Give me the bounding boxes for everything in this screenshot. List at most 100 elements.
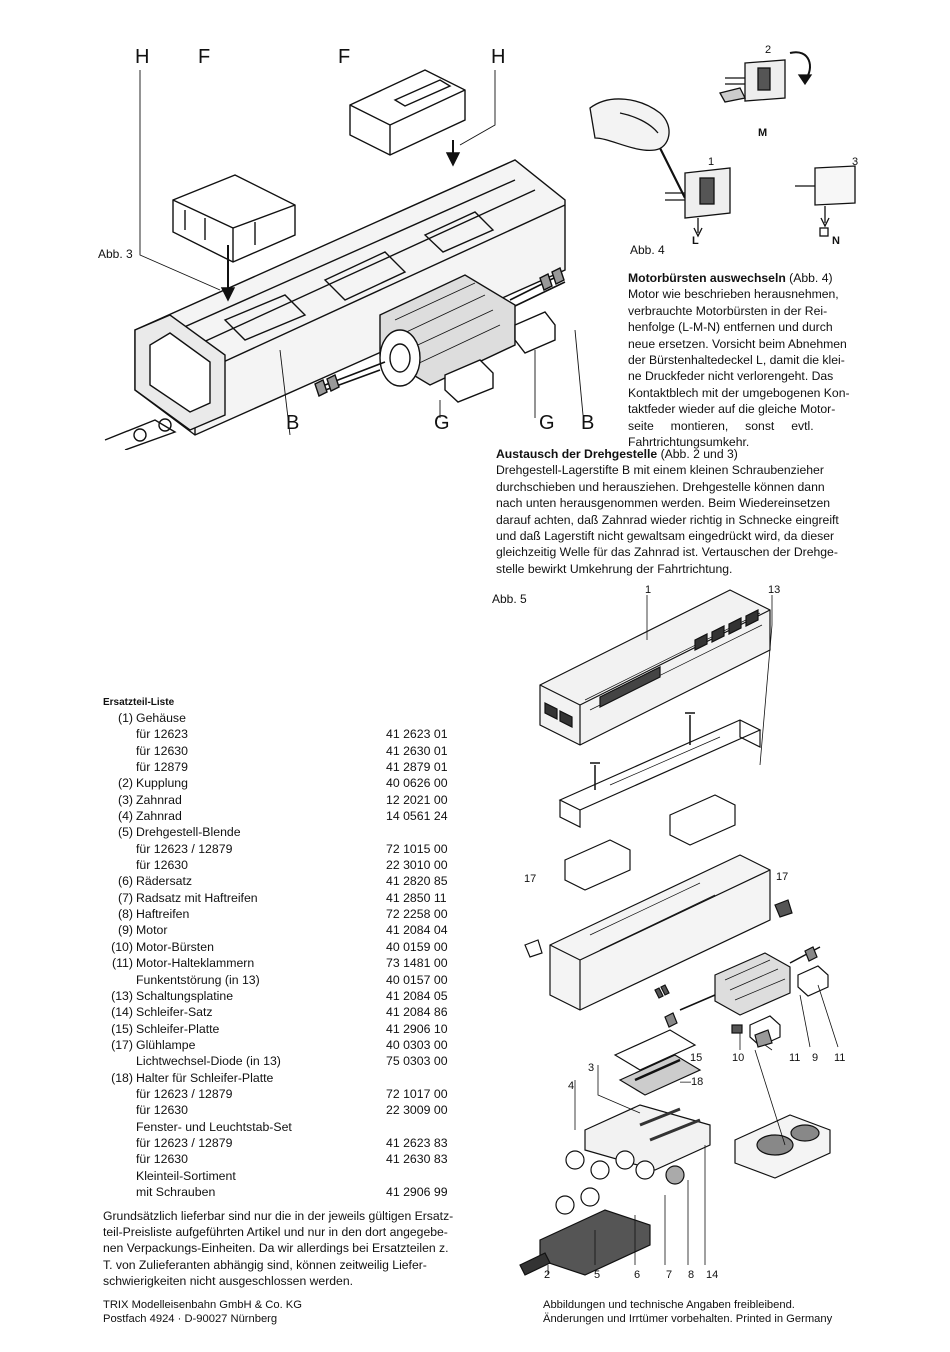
part-name: Gehäuse [136,711,186,725]
fig3-label-b2: B [581,412,595,434]
footer-postbox: Postfach 4924 · D-90027 Nürnberg [103,1313,278,1325]
part-name: Rädersatz [136,874,193,889]
note-line: T. von Zulieferanten abhängig sind, könn… [103,1257,427,1272]
article-number: 41 2879 01 [386,760,448,775]
motor-brush-line: verbrauchte Motorbürsten in der Rei- [628,303,828,318]
part-number: (18) [111,1070,133,1085]
article-number: 41 2084 04 [386,923,448,938]
bogie-line: gleichzeitig Welle für das Zahnrad ist. … [496,545,838,560]
fig4-label-l: L [692,235,699,247]
part-variant: für 12623 / 12879 [136,841,233,856]
motor-brush-line: henfolge (L-M-N) entfernen und durch [628,320,833,335]
bogie-line: nach unten herausgenommen werden. Beim W… [496,496,830,511]
part-number: (1) [117,711,133,725]
parts-list-row: (1)Gehäuse [103,710,463,726]
motor-brush-line: seite montieren, sonst evtl. [628,418,814,433]
article-number: 41 2820 85 [386,874,448,889]
bogie-line: Drehgestell-Lagerstifte B mit einem klei… [496,463,824,478]
part-name: Glühlampe [136,1037,196,1052]
fig4-label-m: M [758,127,768,139]
part-number: (9) [117,923,133,938]
fig3-label-g1: G [434,412,450,434]
fig5-label-1: 1 [645,584,652,596]
bogie-section: Austausch der Drehgestelle (Abb. 2 und 3… [496,446,866,577]
note-line: teil-Preisliste aufgeführten Artikel und… [103,1225,448,1240]
motor-brush-line: ne Druckfeder nicht verlorengeht. Das [628,369,834,384]
article-number: 41 2850 11 [386,890,447,905]
fig5-label-11a: 11 [789,1052,801,1064]
part-variant: für 12630 [136,1152,188,1167]
article-number: 73 1481 00 [386,956,448,971]
article-number: 41 2906 10 [386,1021,448,1036]
bogie-heading-ref: (Abb. 2 und 3) [657,447,738,461]
fig5-label-17a: 17 [524,873,537,885]
part-variant: für 12630 [136,858,188,873]
footer-disclaimer-line: Änderungen und Irrtümer vorbehalten. Pri… [543,1313,833,1325]
fig3-caption: Abb. 3 [98,247,133,261]
part-name: Motor-Halteklammern [136,956,255,971]
fig5-label-4: 4 [568,1080,575,1092]
fig5-label-13: 13 [768,584,781,596]
part-number: (4) [117,809,133,824]
motor-brush-section: Motorbürsten auswechseln (Abb. 4) Motor … [628,270,858,450]
part-name: Schaltungsplatine [136,988,234,1003]
part-variant: Kleinteil-Sortiment [136,1168,236,1183]
figure-3-drawing [95,40,605,450]
note-line: Grundsätzlich lieferbar sind nur die in … [103,1209,454,1223]
article-number: 40 0159 00 [386,939,448,954]
parts-list-row: (18)Halter für Schleifer-Platte [103,1070,463,1086]
part-name: Halter für Schleifer-Platte [136,1070,274,1085]
part-name: Haftreifen [136,907,190,922]
note-line: schwierigkeiten nicht ausgeschlossen wer… [103,1273,353,1288]
article-number: 41 2084 86 [386,1005,448,1020]
part-number: (5) [117,825,133,840]
fig5-label-3: 3 [588,1062,595,1074]
part-variant: für 12630 [136,743,188,758]
figure-5-exploded-view [500,585,845,1290]
article-number: 75 0303 00 [386,1054,448,1069]
bogie-line: darauf achten, daß Zahnrad wieder richti… [496,512,839,527]
parts-list-row: (5)Drehgestell-Blende [103,824,463,840]
fig5-label-2: 2 [544,1269,551,1281]
part-variant: für 12879 [136,760,188,775]
bogie-line: durchschieben und herausziehen. Drehgest… [496,479,825,494]
note-line: nen Verpackungs-Einheiten. Da wir allerd… [103,1241,449,1256]
part-number: (15) [111,1021,133,1036]
part-name: Kupplung [136,776,188,791]
article-number: 72 2258 00 [386,907,448,922]
article-number: 12 2021 00 [386,792,448,807]
part-variant: Fenster- und Leuchtstab-Set [136,1119,292,1134]
parts-list-row: (11)Motor-Halteklammern 73 1481 00 [103,955,463,971]
part-number: (8) [117,907,133,922]
fig5-label-7: 7 [666,1269,673,1281]
motor-brush-line: Kontaktblech mit der umgebogenen Kon- [628,385,850,400]
bogie-heading: Austausch der Drehgestelle [496,447,658,461]
footer-company: TRIX Modelleisenbahn GmbH & Co. KG [103,1299,302,1311]
part-number: (7) [117,890,133,905]
fig5-label-8: 8 [688,1269,695,1281]
article-number: 40 0157 00 [386,972,448,987]
parts-list-row: (8)Haftreifen 72 2258 00 [103,906,463,922]
motor-brush-heading-ref: (Abb. 4) [785,271,833,285]
part-number: (11) [112,956,133,971]
figure-4-drawing [580,38,880,253]
motor-brush-line: Motor wie beschrieben herausnehmen, [628,287,839,302]
fig5-caption: Abb. 5 [492,592,527,606]
fig4-caption: Abb. 4 [630,243,665,257]
part-variant: für 12623 / 12879 [136,1135,233,1150]
fig3-label-f2: F [338,46,351,68]
part-number: (13) [111,988,133,1003]
fig5-label-18: —18 [680,1076,704,1088]
